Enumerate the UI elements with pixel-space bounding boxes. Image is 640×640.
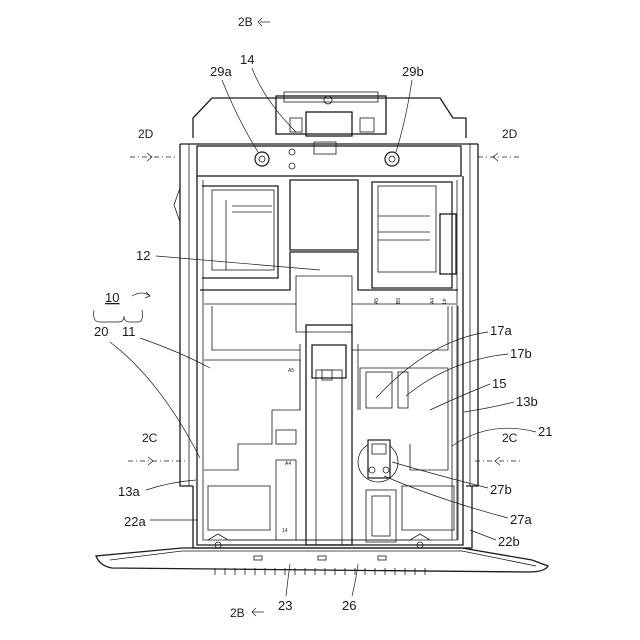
svg-text:22a: 22a — [124, 514, 146, 529]
center-guide-rail — [300, 325, 358, 545]
svg-text:14: 14 — [240, 52, 254, 67]
svg-text:23: 23 — [278, 598, 292, 613]
svg-text:26: 26 — [342, 598, 356, 613]
svg-text:14: 14 — [282, 528, 288, 534]
roller-29b — [385, 152, 399, 166]
right-side-guide — [372, 182, 456, 288]
section-mark-2d-right: 2D — [478, 127, 520, 161]
ref-22b: 22b — [470, 530, 520, 549]
svg-text:2C: 2C — [502, 431, 518, 445]
section-mark-2c-left: 2C — [128, 431, 185, 465]
svg-text:2B: 2B — [238, 15, 253, 29]
ref-29a: 29a — [210, 64, 258, 152]
svg-text:17a: 17a — [490, 323, 512, 338]
svg-text:A4: A4 — [285, 461, 291, 467]
svg-text:B5: B5 — [396, 298, 402, 304]
size-marks: A5 A4 14 A5 B5 A4 Ltr — [282, 298, 448, 534]
svg-text:A5: A5 — [288, 368, 294, 374]
ref-20-11-brace — [94, 310, 143, 322]
section-mark-2b-top: 2B — [238, 15, 270, 29]
lock-lever — [368, 440, 390, 478]
ref-12: 12 — [136, 248, 320, 270]
svg-text:2D: 2D — [502, 127, 518, 141]
top-mechanism — [255, 92, 399, 169]
svg-text:27a: 27a — [510, 512, 532, 527]
ref-10: 10 — [105, 290, 150, 305]
svg-text:2D: 2D — [138, 127, 154, 141]
svg-text:A5: A5 — [374, 298, 380, 304]
lower-tray-detail — [204, 306, 458, 542]
svg-text:15: 15 — [492, 376, 506, 391]
section-mark-2b-bottom: 2B — [230, 606, 264, 620]
svg-text:27b: 27b — [490, 482, 512, 497]
ref-22a: 22a — [124, 514, 198, 529]
svg-text:A4: A4 — [430, 298, 436, 304]
svg-text:11: 11 — [122, 324, 136, 339]
left-side-guide — [202, 186, 278, 278]
ref-17b: 17b — [406, 346, 532, 396]
section-mark-2d-left: 2D — [130, 127, 175, 161]
ref-29b: 29b — [396, 64, 424, 152]
svg-text:29a: 29a — [210, 64, 232, 79]
front-cover-plate — [96, 548, 548, 575]
section-mark-2c-right: 2C — [475, 431, 520, 465]
svg-text:12: 12 — [136, 248, 150, 263]
ref-15: 15 — [430, 376, 506, 410]
svg-text:2B: 2B — [230, 606, 245, 620]
svg-text:13a: 13a — [118, 484, 140, 499]
svg-text:Ltr: Ltr — [442, 298, 448, 304]
svg-text:29b: 29b — [402, 64, 424, 79]
svg-text:17b: 17b — [510, 346, 532, 361]
svg-text:2C: 2C — [142, 431, 158, 445]
tray-body — [174, 98, 478, 548]
svg-text:21: 21 — [538, 424, 552, 439]
svg-text:13b: 13b — [516, 394, 538, 409]
svg-text:22b: 22b — [498, 534, 520, 549]
ref-13b: 13b — [464, 394, 538, 412]
ref-13a: 13a — [118, 480, 196, 499]
svg-text:20: 20 — [94, 324, 108, 339]
ref-26: 26 — [342, 564, 358, 613]
roller-29a — [255, 152, 269, 166]
svg-text:10: 10 — [105, 290, 119, 305]
